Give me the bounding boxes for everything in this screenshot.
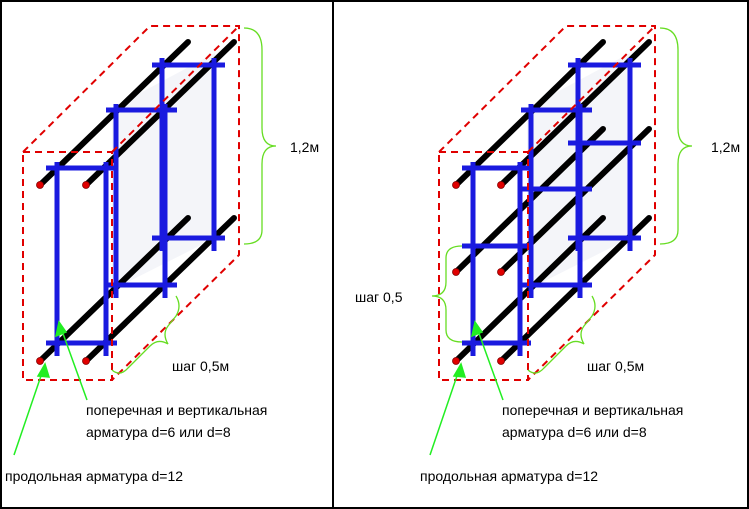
longitudinal-label: продольная арматура d=12 (420, 468, 598, 484)
brackets (111, 27, 277, 374)
rebar-end (452, 357, 460, 365)
step-bracket (111, 295, 180, 374)
rebar-ends (452, 181, 505, 365)
rebar-ends (36, 181, 90, 365)
rebar-end (82, 357, 90, 365)
arrow-transverse-line (476, 327, 504, 401)
rebar-end (452, 181, 460, 189)
panel-right: 1,2м шаг 0,5м шаг 0,5 поперечная и верти… (355, 25, 740, 484)
longitudinal-label: продольная арматура d=12 (5, 468, 183, 484)
arrow-transverse-line (60, 327, 88, 401)
dashed-box-edge (111, 25, 240, 153)
rebar-end (36, 181, 44, 189)
dashed-box-back (438, 25, 656, 381)
brackets (431, 27, 693, 374)
rebar-end (497, 181, 505, 189)
rebar-end (452, 268, 460, 276)
arrow-head (54, 320, 68, 338)
rebar-end (497, 357, 505, 365)
longitudinal-bar-bottom-back (498, 215, 652, 364)
dashed-box (22, 25, 240, 381)
dashed-box (438, 25, 656, 381)
dashed-box-back (22, 25, 240, 381)
arrow-head (452, 362, 467, 378)
arrow-longitudinal-line (429, 369, 460, 456)
step-bracket (527, 295, 596, 374)
arrow-head (470, 320, 484, 338)
transverse-label-line1: поперечная и вертикальная (502, 402, 683, 418)
stirrups (462, 58, 641, 356)
step-label: шаг 0,5м (587, 358, 644, 374)
arrow-head (36, 362, 51, 378)
step-label: шаг 0,5м (172, 358, 229, 374)
transverse-label-line1: поперечная и вертикальная (86, 402, 267, 418)
pointer-arrows (429, 320, 504, 456)
panel-left: 1,2м шаг 0,5м поперечная и вертикальная … (5, 25, 319, 484)
height-bracket (659, 27, 693, 245)
vertical-step-label: шаг 0,5 (355, 289, 403, 305)
rebar-end (497, 268, 505, 276)
rebar-end (36, 357, 44, 365)
transverse-label-line2: арматура d=6 или d=8 (86, 424, 231, 440)
arrow-longitudinal-line (13, 369, 44, 456)
dashed-box-edge (527, 25, 656, 153)
vertical-step-bracket (431, 245, 463, 343)
height-label: 1,2м (711, 139, 740, 155)
rebar-end (82, 181, 90, 189)
pointer-arrows (13, 320, 88, 456)
longitudinal-bar-bottom-back (83, 215, 237, 364)
height-bracket (243, 27, 277, 245)
height-label: 1,2м (290, 139, 319, 155)
transverse-label-line2: арматура d=6 или d=8 (502, 424, 647, 440)
stirrups (46, 58, 225, 356)
